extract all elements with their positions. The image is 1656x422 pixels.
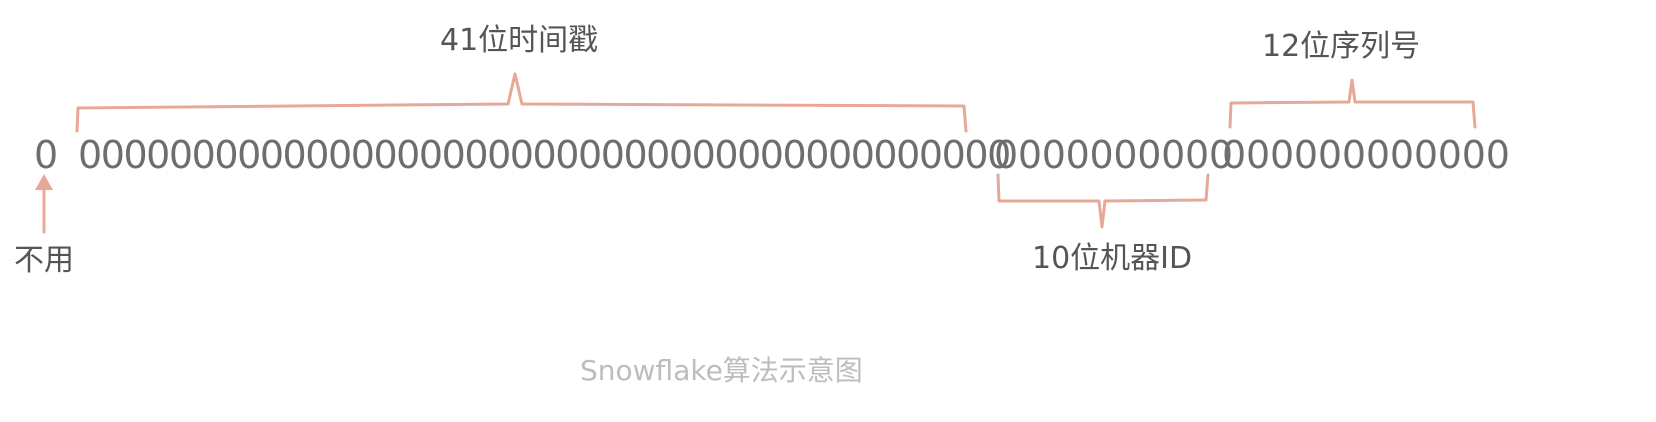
sequence-bits: 000000000000 (1222, 133, 1510, 177)
machine-id-brace (996, 173, 1210, 229)
sequence-label: 12位序列号 (1262, 29, 1421, 64)
machine-id-label: 10位机器ID (1032, 241, 1193, 276)
timestamp-bits: 0000000000000000000000000000000000000000… (78, 133, 1011, 177)
diagram-caption: Snowflake算法示意图 (580, 354, 863, 387)
sign-arrow-head-icon (35, 174, 53, 190)
machine-id-bits: 0000000000 (994, 133, 1233, 177)
timestamp-label: 41位时间戳 (440, 23, 599, 58)
sequence-brace (1228, 78, 1477, 129)
sign-bit-label: 不用 (14, 243, 74, 278)
sign-bit: 0 (34, 133, 59, 177)
timestamp-brace (75, 72, 968, 133)
